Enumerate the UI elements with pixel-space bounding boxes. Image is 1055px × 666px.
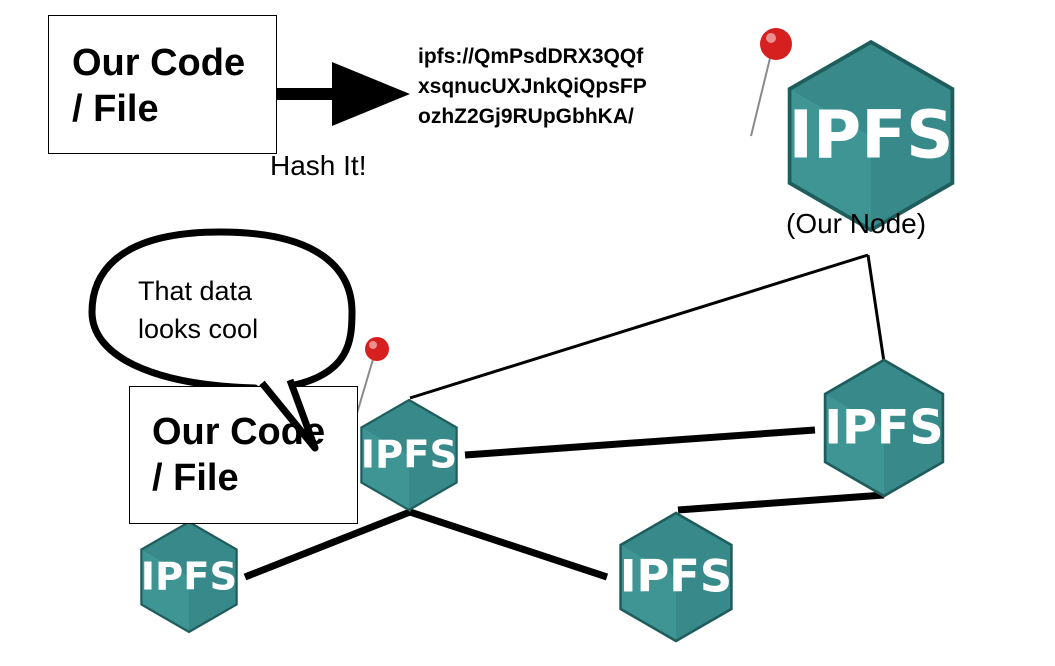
- ipfs-hash: ipfs://QmPsdDRX3QQf xsqnucUXJnkQiQpsFP o…: [418, 42, 647, 132]
- ipfs-node-left: IPFS: [140, 520, 238, 634]
- link-our-node-corner: [409, 253, 869, 400]
- arrow-label: Hash It!: [270, 150, 367, 181]
- network-links: [243, 253, 886, 581]
- file-label-network: Our Code / File: [152, 411, 326, 499]
- link-right-bottom: [677, 491, 885, 514]
- ipfs-node-center: IPFS: [360, 398, 458, 512]
- svg-text:IPFS: IPFS: [620, 550, 732, 603]
- ipfs-node-our-node: IPFS: [787, 40, 955, 232]
- ipfs-node-right: IPFS: [823, 358, 945, 498]
- link-corner-right: [866, 254, 886, 363]
- push-pin-icon: [750, 28, 792, 137]
- hash-arrow: [260, 62, 410, 126]
- file-box-network: [129, 386, 358, 524]
- svg-text:IPFS: IPFS: [788, 97, 953, 174]
- link-center-bottom: [408, 508, 609, 581]
- link-center-left: [243, 508, 412, 581]
- hash-line: xsqnucUXJnkQiQpsFP: [418, 75, 647, 98]
- hash-line: ipfs://QmPsdDRX3QQf: [418, 45, 644, 68]
- speech-text: That data looks cool: [138, 276, 259, 344]
- hash-line: ozhZ2Gj9RUpGbhKA/: [418, 105, 634, 128]
- svg-text:IPFS: IPFS: [361, 433, 458, 478]
- push-pin-icon: [354, 337, 389, 421]
- svg-text:IPFS: IPFS: [824, 401, 943, 456]
- ipfs-node-bottom: IPFS: [619, 511, 733, 643]
- link-center-right: [464, 426, 816, 459]
- file-box-top: [48, 15, 277, 154]
- our-node-caption: (Our Node): [786, 208, 927, 239]
- file-label-top: Our Code / File: [72, 42, 246, 130]
- svg-text:IPFS: IPFS: [141, 555, 238, 600]
